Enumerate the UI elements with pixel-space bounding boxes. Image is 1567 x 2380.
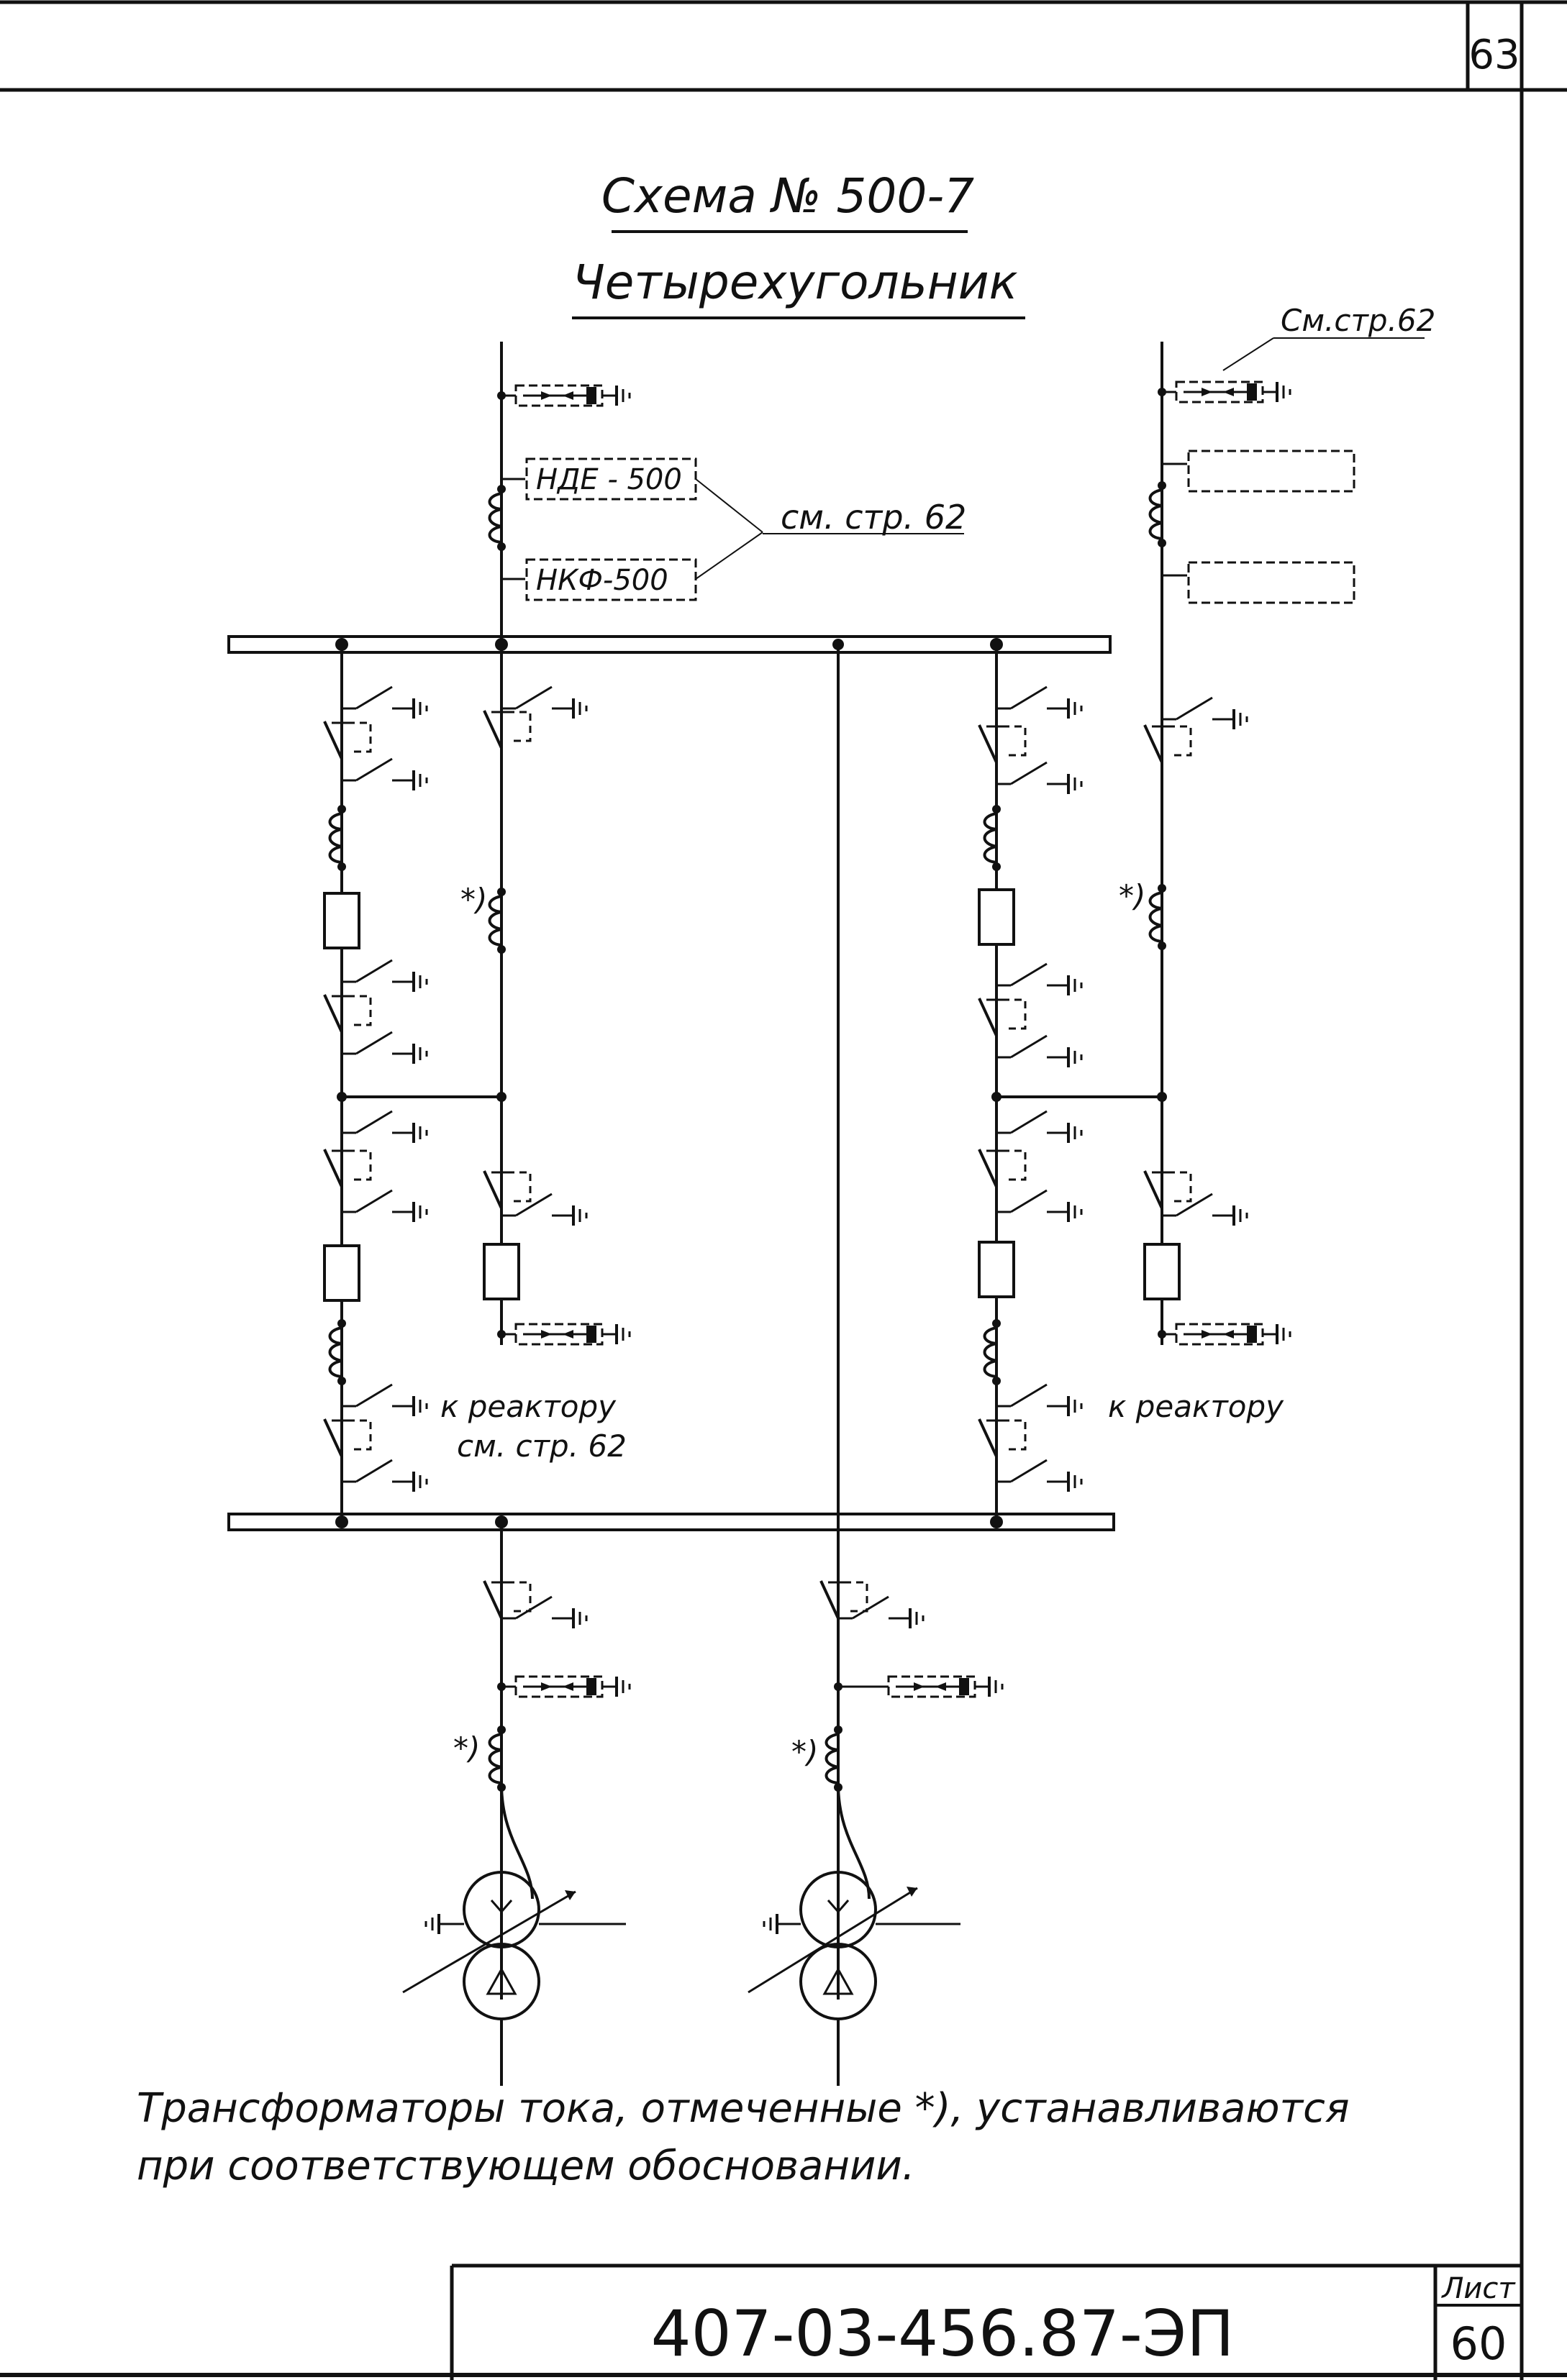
vt-label-nde: НДЕ - 500 <box>536 463 682 496</box>
busbar-top <box>227 635 1112 654</box>
line-feeder-right <box>1143 337 1425 1345</box>
transformer-feeder-right <box>748 1567 1002 2086</box>
diagonal-left <box>323 638 501 1528</box>
ct-marker: *) <box>460 882 487 917</box>
note-line-2: при соответствующем обосновании. <box>137 2143 915 2189</box>
to-reactor-right: к реактору <box>1108 1389 1284 1424</box>
sheet-number: 60 <box>1450 2317 1507 2370</box>
document-code: 407-03-456.87-ЭП <box>651 2297 1235 2371</box>
vt-label-nkf: НКФ-500 <box>536 564 668 597</box>
scheme-number-title: Схема № 500-7 <box>601 168 974 224</box>
ct-marker-tr-left: *) <box>453 1731 480 1766</box>
see-page-62-reactor: см. стр. 62 <box>457 1428 627 1464</box>
see-page-62-top: См.стр.62 <box>1281 303 1435 338</box>
transformer-feeder-left <box>402 1515 630 2086</box>
busbar-bottom <box>227 1513 1115 1531</box>
sheet-label: Лист <box>1440 2272 1516 2305</box>
to-reactor-left: к реактору <box>440 1389 617 1424</box>
note-line-1: Трансформаторы тока, отмеченные *), уста… <box>137 2085 1350 2132</box>
ct-marker-right: *) <box>1119 878 1145 913</box>
bus-tie-line <box>832 639 844 1568</box>
diagonal-right <box>978 638 1162 1528</box>
ct-marker-tr-right: *) <box>791 1734 818 1769</box>
see-page-62-vt: см. стр. 62 <box>781 498 966 537</box>
scheme-name-title: Четырехугольник <box>572 255 1017 310</box>
page-number: 63 <box>1468 32 1520 78</box>
